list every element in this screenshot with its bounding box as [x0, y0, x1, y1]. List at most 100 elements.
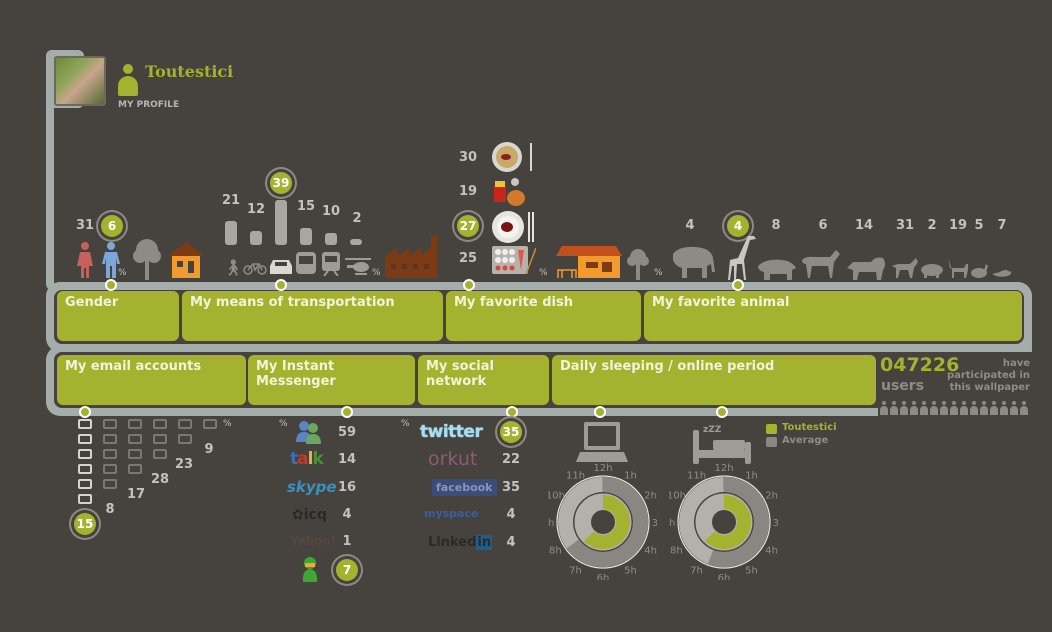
person-icon: [1000, 401, 1008, 415]
category-social[interactable]: My social network: [418, 355, 549, 405]
gtalk-icon[interactable]: talk: [290, 449, 324, 469]
profile-subtitle: MY PROFILE: [118, 100, 180, 110]
sleep-hour-label: 1h: [745, 470, 758, 481]
category-gender[interactable]: Gender: [57, 291, 179, 341]
gender-value-female: 31: [75, 218, 95, 233]
envelope-icon: [78, 449, 92, 459]
myspace-logo[interactable]: myspace: [424, 507, 479, 520]
bird-icon[interactable]: [992, 268, 1012, 278]
animal-value-lion: 14: [854, 218, 874, 233]
dish-value-fastfood: 19: [458, 184, 478, 199]
sleep-hour-label: 2h: [765, 491, 778, 502]
burger-fries-icon[interactable]: [492, 176, 536, 208]
yahoo-icon[interactable]: Yahoo!: [290, 534, 337, 548]
dog-icon[interactable]: [890, 256, 920, 278]
facebook-logo[interactable]: facebook: [432, 479, 497, 496]
transport-bar-walking: [225, 220, 237, 245]
sushi-tray-icon[interactable]: [492, 246, 536, 276]
participants-caption-3: this wallpaper: [949, 382, 1030, 393]
track-marker-dish: [463, 279, 475, 291]
bicycle-icon[interactable]: [243, 260, 267, 275]
participants-people-row: [880, 401, 1030, 415]
lion-icon[interactable]: [845, 254, 887, 280]
spaghetti-plate-icon[interactable]: [492, 141, 536, 173]
horse-icon[interactable]: [800, 248, 842, 278]
category-animal[interactable]: My favorite animal: [644, 291, 1022, 341]
legend-average-swatch: [766, 437, 777, 447]
steak-plate-icon[interactable]: [492, 210, 536, 244]
rabbit-icon[interactable]: [970, 264, 990, 278]
envelope-icon: [103, 479, 117, 489]
giraffe-icon[interactable]: [724, 234, 758, 280]
tree-icon: [133, 239, 161, 280]
online-average-arc: [566, 477, 648, 567]
online-hour-label: 8h: [549, 546, 562, 557]
envelope-icon: [128, 434, 142, 444]
envelope-icon: [103, 449, 117, 459]
sleep-hour-label: 11h: [687, 470, 706, 481]
animal-value-cat: 19: [948, 218, 968, 233]
twitter-logo[interactable]: twitter: [420, 422, 483, 442]
category-label: My social network: [426, 359, 494, 389]
sleep-average-arc: [707, 477, 769, 567]
icq-icon[interactable]: ✿icq: [292, 507, 327, 523]
envelope-icon: [103, 464, 117, 474]
sleep-hour-label: 7h: [690, 566, 703, 577]
orkut-logo[interactable]: orkut: [428, 448, 478, 470]
category-period[interactable]: Daily sleeping / online period: [552, 355, 876, 405]
bus-icon[interactable]: [295, 252, 317, 276]
transport-badge-car: 39: [270, 172, 292, 194]
category-messenger[interactable]: My Instant Messenger: [248, 355, 415, 405]
email-value-3: 17: [126, 487, 146, 502]
woman-icon[interactable]: [75, 242, 95, 278]
sleep-hour-label: 8h: [670, 546, 683, 557]
email-value-4: 28: [150, 472, 170, 487]
dish-badge-steak: 27: [457, 215, 479, 237]
sleep-user-arc: [704, 495, 751, 549]
transport-unit: %: [372, 268, 381, 278]
linkedin-logo[interactable]: Linkedin: [428, 535, 493, 550]
laptop-icon: [576, 422, 628, 462]
category-email[interactable]: My email accounts: [57, 355, 246, 405]
envelope-icon: [78, 464, 92, 474]
skype-icon[interactable]: skype: [287, 478, 337, 496]
category-dish[interactable]: My favorite dish: [446, 291, 641, 341]
cat-icon[interactable]: [946, 258, 970, 278]
person-icon: [980, 401, 988, 415]
person-icon: [910, 401, 918, 415]
pedestrian-icon[interactable]: 🚶︎: [223, 258, 244, 277]
train-icon[interactable]: [320, 252, 342, 276]
legend-user-label: Toutestici: [782, 422, 837, 433]
animal-value-horse: 6: [818, 218, 828, 233]
transport-value-bicycle: 12: [246, 202, 266, 217]
track-marker-email: [79, 406, 91, 418]
transport-bar-train: [325, 233, 337, 245]
category-label: My Instant Messenger: [256, 359, 336, 389]
envelope-icon: [203, 419, 217, 429]
helicopter-icon[interactable]: [345, 258, 371, 276]
pig-icon[interactable]: [920, 264, 944, 278]
messenger-badge-adium: 7: [336, 559, 358, 581]
bear-icon[interactable]: [756, 256, 798, 280]
social-value-myspace: 4: [506, 507, 516, 522]
category-transportation[interactable]: My means of transportation: [182, 291, 443, 341]
elephant-icon[interactable]: [667, 244, 717, 280]
adium-duck-icon[interactable]: [301, 556, 319, 582]
sleep-hour-label: 4h: [765, 546, 778, 557]
social-value-facebook: 35: [501, 480, 521, 495]
car-icon[interactable]: [269, 256, 293, 276]
animal-value-bird: 7: [997, 218, 1007, 233]
person-icon: [940, 401, 948, 415]
envelope-icon: [128, 464, 142, 474]
tree-icon: [627, 249, 649, 280]
man-icon[interactable]: [101, 242, 121, 278]
category-label: Daily sleeping / online period: [560, 359, 775, 374]
gender-badge-male: 6: [101, 215, 123, 237]
person-icon: [1020, 401, 1028, 415]
msn-icon[interactable]: [296, 420, 322, 444]
online-hour-label: 6h: [597, 573, 610, 580]
transport-bar-bus: [300, 227, 312, 245]
avatar[interactable]: [54, 56, 106, 106]
email-value-2: 8: [105, 502, 115, 517]
restaurant-icon: [556, 246, 622, 278]
